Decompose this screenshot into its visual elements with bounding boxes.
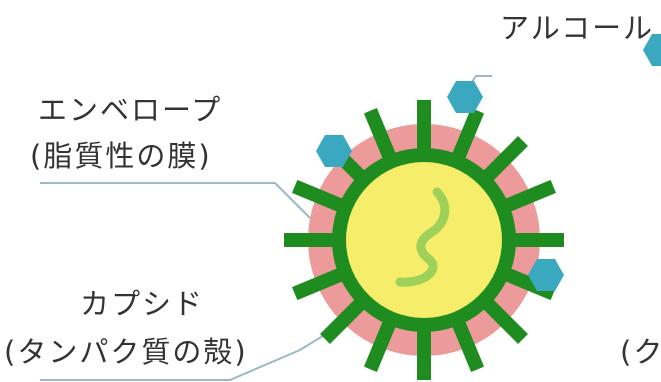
capsid-spike bbox=[499, 179, 556, 214]
alcohol-molecule-icon bbox=[643, 34, 661, 66]
capsid-spike bbox=[479, 136, 528, 185]
cut-off-label: (ク bbox=[620, 335, 661, 369]
envelope-label-line1: エンベロープ bbox=[38, 93, 223, 127]
alcohol-molecule-icon bbox=[528, 259, 564, 291]
envelope-leader-line bbox=[40, 182, 311, 219]
capsid-spike bbox=[320, 295, 369, 344]
capsid-spike bbox=[479, 295, 528, 344]
capsid-spike bbox=[450, 315, 485, 372]
capsid-spike bbox=[450, 108, 485, 165]
envelope-label-line2: (脂質性の膜) bbox=[30, 139, 212, 173]
alcohol-label: アルコール bbox=[500, 11, 655, 45]
viral-genome bbox=[395, 187, 450, 287]
capsid-label-line2: (タンパク質の殻) bbox=[4, 335, 248, 369]
capsid-spike bbox=[363, 108, 398, 165]
alcohol-molecule-icon bbox=[447, 81, 483, 113]
alcohol-molecule-icon bbox=[316, 135, 352, 167]
capsid-spike bbox=[363, 315, 398, 372]
capsid-spike bbox=[292, 179, 349, 214]
capsid-label-line1: カプシド bbox=[80, 287, 205, 321]
capsid-spike bbox=[292, 266, 349, 301]
